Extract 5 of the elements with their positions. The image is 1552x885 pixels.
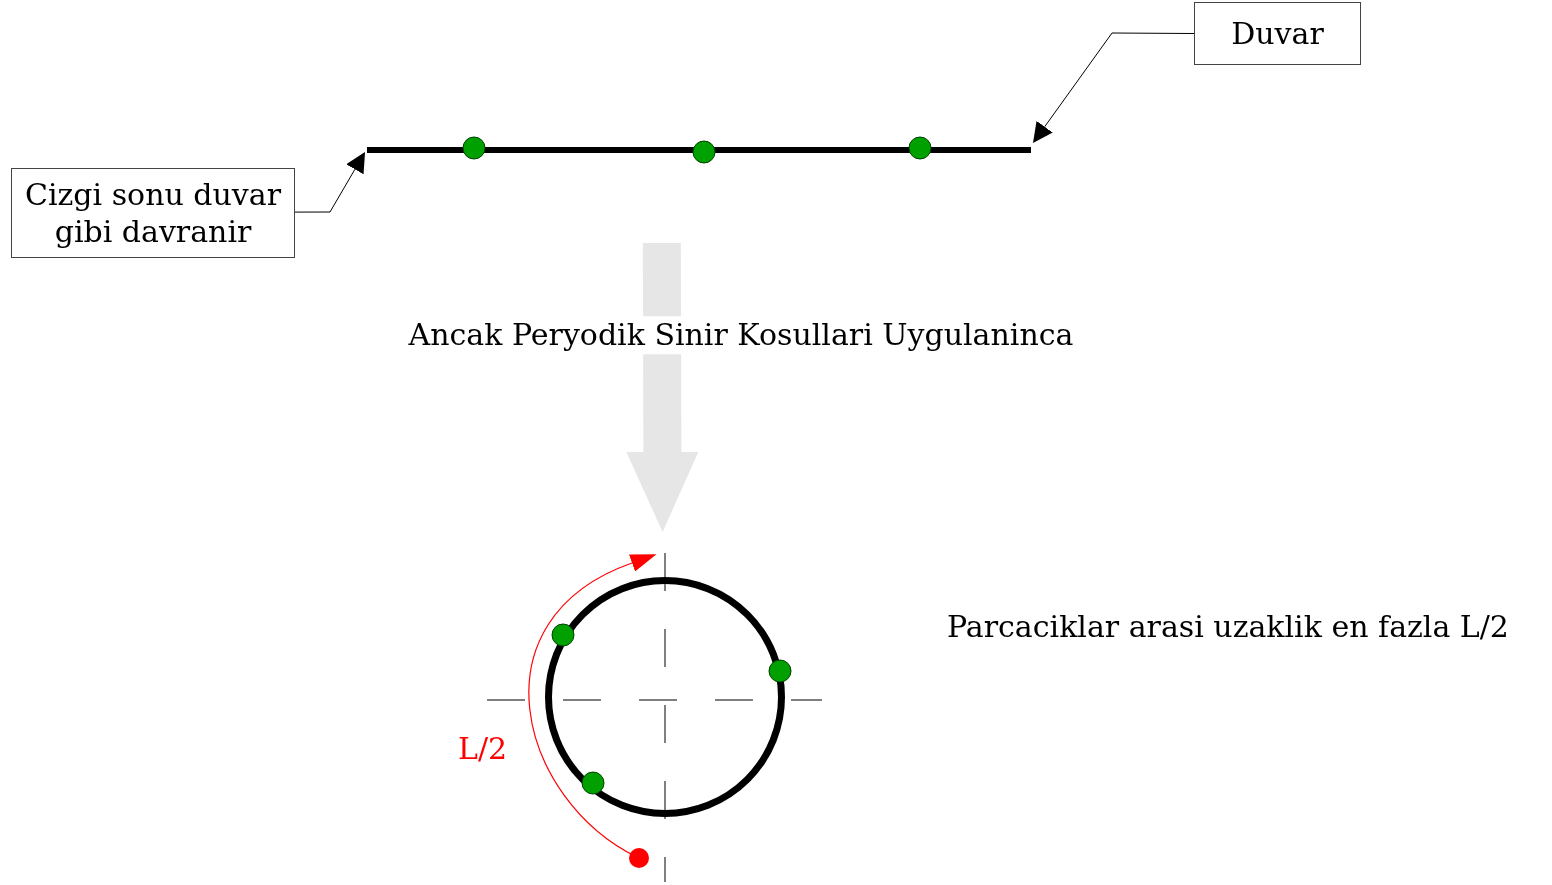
line-segment [367, 147, 1031, 153]
text-box: Duvar [1194, 2, 1361, 65]
note-text: Parcaciklar arasi uzaklik en fazla L/2 [947, 608, 1509, 646]
measure-label: L/2 [458, 730, 508, 768]
text-box: Cizgi sonu duvar gibi davranir [11, 168, 295, 258]
